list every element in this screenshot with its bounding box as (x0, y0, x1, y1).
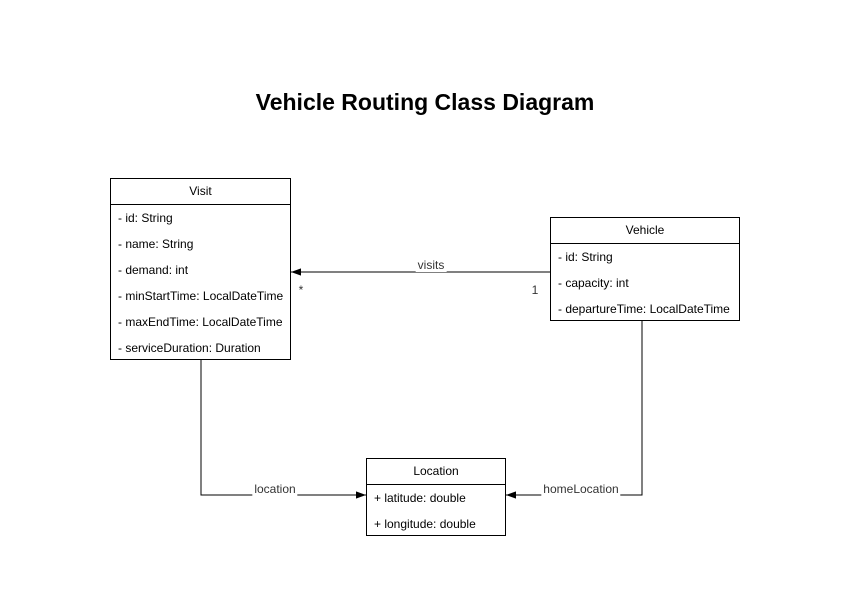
class-attribute: - minStartTime: LocalDateTime (118, 289, 284, 303)
class-attribute: + longitude: double (374, 517, 476, 531)
association-location-line (200, 360, 366, 499)
association-label-location: location (252, 482, 298, 496)
diagram-title: Vehicle Routing Class Diagram (255, 89, 595, 115)
class-attribute: + latitude: double (374, 491, 466, 505)
class-attribute: - maxEndTime: LocalDateTime (118, 315, 283, 329)
class-attribute: - id: String (558, 250, 613, 264)
class-name-visit: Visit (111, 179, 290, 205)
association-homelocation-line (506, 321, 643, 499)
class-attribute: - id: String (118, 211, 173, 225)
class-box-vehicle: Vehicle - id: String - capacity: int - d… (550, 217, 740, 321)
class-attribute: - serviceDuration: Duration (118, 341, 261, 355)
association-label-visits: visits (415, 258, 447, 272)
class-attribute: - departureTime: LocalDateTime (558, 302, 730, 316)
association-label-homelocation: homeLocation (541, 482, 621, 496)
class-box-visit: Visit - id: String - name: String - dema… (110, 178, 291, 360)
class-attribute: - demand: int (118, 263, 189, 277)
class-name-location: Location (367, 459, 505, 485)
multiplicity-visits-target: * (298, 283, 304, 297)
class-box-location: Location + latitude: double + longitude:… (366, 458, 506, 536)
class-name-vehicle: Vehicle (551, 218, 739, 244)
class-attribute: - capacity: int (558, 276, 629, 290)
class-attribute: - name: String (118, 237, 194, 251)
multiplicity-visits-source: 1 (531, 283, 539, 297)
